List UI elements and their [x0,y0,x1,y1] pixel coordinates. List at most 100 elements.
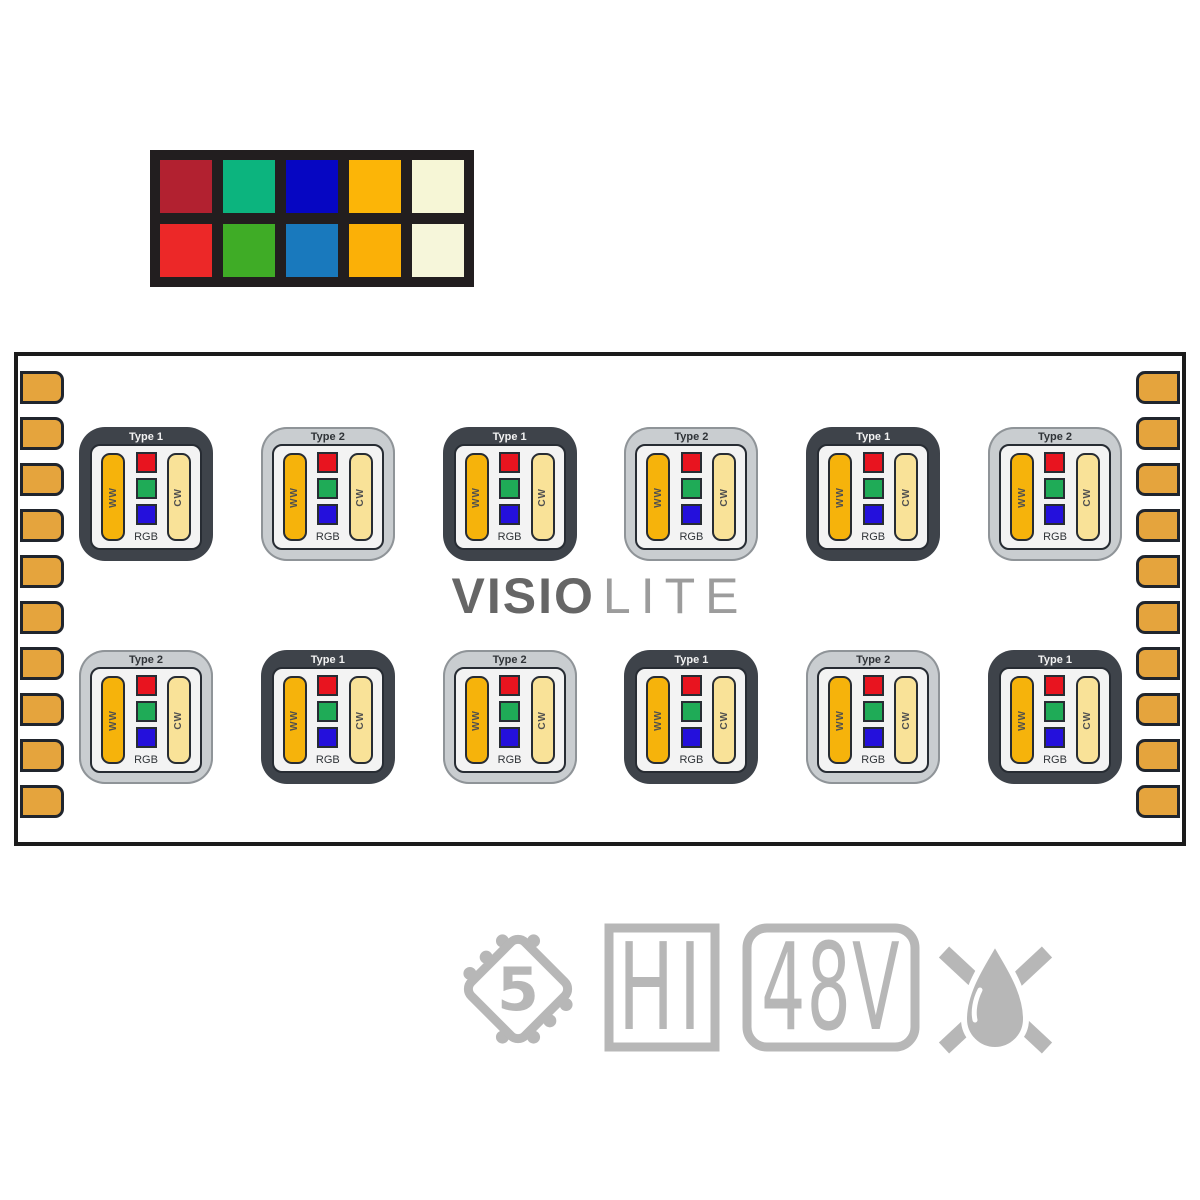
cool-white-led: CW [530,453,555,541]
cool-white-label: CW [537,710,549,730]
green-led [317,477,339,499]
solder-pad [20,463,64,496]
chip-body: WW RGB CW [90,667,202,773]
green-led [499,700,521,722]
warm-white-label: WW [1016,709,1028,731]
brand-logo-visio: VISIO [451,568,595,624]
warm-white-led: WW [646,676,671,764]
red-led [862,674,884,696]
solder-pad [1136,601,1180,634]
warm-white-label: WW [289,486,301,508]
chip-type-label: Type 1 [128,431,164,443]
red-led [135,451,157,473]
rgb-label: RGB [1043,530,1067,543]
cool-white-led: CW [712,676,737,764]
solder-pad [1136,509,1180,542]
solder-pad [1136,555,1180,588]
red-led [499,674,521,696]
cool-white-led: CW [166,676,191,764]
cool-white-label: CW [537,487,549,507]
warm-white-label: WW [1016,486,1028,508]
blue-led [499,726,521,748]
cool-white-label: CW [718,487,730,507]
solder-pad [20,371,64,404]
solder-pad [20,601,64,634]
solder-pad [1136,647,1180,680]
chip-body: WW RGB CW [453,667,566,773]
chip-body: WW RGB CW [635,444,748,550]
blue-led [680,503,702,525]
blue-led [1044,503,1066,525]
cool-white-led: CW [894,453,919,541]
color-swatch [286,224,338,277]
green-led [1044,700,1066,722]
warm-white-led: WW [282,453,307,541]
red-led [317,451,339,473]
cool-white-label: CW [900,487,912,507]
chip-type-label: Type 2 [492,654,527,666]
warm-white-label: WW [834,486,846,508]
green-led [862,477,884,499]
green-led [1044,477,1066,499]
warm-white-led: WW [101,676,126,764]
warm-white-label: WW [107,486,119,508]
rgb-led-group: RGB [497,674,522,766]
rgb-label: RGB [315,530,340,543]
green-led [680,477,702,499]
solder-pad [20,509,64,542]
blue-led [317,726,339,748]
rgb-led-group: RGB [861,451,886,543]
rgb-label: RGB [861,530,886,543]
solder-pads-right [1136,371,1180,818]
rgb-label: RGB [1043,753,1067,766]
chip-type-label: Type 1 [310,654,345,666]
cool-white-led: CW [348,453,373,541]
solder-pad [1136,371,1180,404]
rgb-led-group: RGB [315,451,340,543]
cool-white-label: CW [1082,487,1094,507]
rgb-label: RGB [497,753,522,766]
rgb-label: RGB [315,753,340,766]
warm-white-led: WW [464,676,489,764]
rgb-label: RGB [134,753,158,766]
blue-led [1044,726,1066,748]
blue-led [317,503,339,525]
rgb-label: RGB [679,530,704,543]
chip-body: WW RGB CW [998,444,1111,550]
warm-white-led: WW [282,676,307,764]
warm-white-led: WW [828,676,853,764]
warm-white-led: WW [828,453,853,541]
red-led [317,674,339,696]
cool-white-label: CW [718,710,730,730]
color-swatch [286,160,338,213]
warm-white-label: WW [834,709,846,731]
solder-pad [20,785,64,818]
chip-body: WW RGB CW [271,444,384,550]
color-swatch [223,224,275,277]
warm-white-led: WW [646,453,671,541]
solder-pad [1136,463,1180,496]
voltage-badge-text: 48V [761,923,901,1052]
rgb-led-group: RGB [315,674,340,766]
warm-white-label: WW [652,709,664,731]
solder-pad [20,647,64,680]
solder-pad [20,555,64,588]
color-swatch [349,224,401,277]
color-swatch [349,160,401,213]
solder-pads-left [20,371,64,818]
cool-white-led: CW [894,676,919,764]
solder-pad [1136,739,1180,772]
cool-white-led: CW [166,453,191,541]
chip-type-label: Type 1 [1037,654,1072,666]
red-led [862,451,884,473]
